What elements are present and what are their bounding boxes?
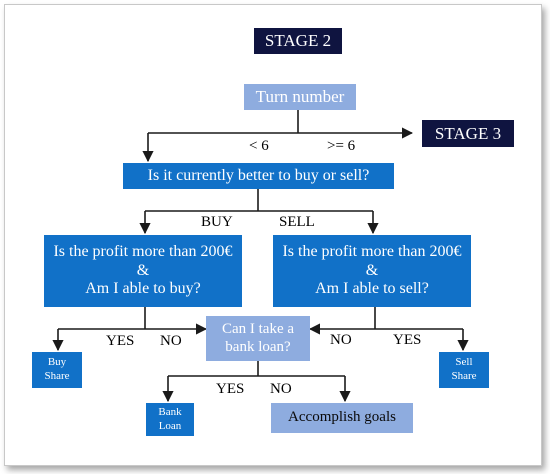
bank-loan-line-2: Loan <box>158 419 182 432</box>
buy-check-line-1: Is the profit more than 200€ <box>53 243 233 261</box>
bank-loan-question: Can I take a bank loan? <box>206 316 310 361</box>
sell-check-line-1: Is the profit more than 200€ <box>282 243 462 261</box>
label-less-than-6: < 6 <box>249 138 269 154</box>
turn-number-node: Turn number <box>244 84 356 110</box>
label-sell: SELL <box>279 214 315 230</box>
buy-share-node: Buy Share <box>32 352 82 388</box>
sell-profit-check: Is the profit more than 200€ & Am I able… <box>273 235 471 307</box>
buy-profit-check: Is the profit more than 200€ & Am I able… <box>44 235 242 307</box>
label-sell-no: NO <box>330 332 352 348</box>
label-greater-equal-6: >= 6 <box>327 138 356 154</box>
label-sell-yes: YES <box>393 332 422 348</box>
sell-check-line-2: & <box>365 261 379 279</box>
label-buy: BUY <box>201 214 233 230</box>
buy-check-line-2: & <box>136 261 150 279</box>
label-buy-yes: YES <box>106 333 135 349</box>
buy-share-line-1: Buy <box>47 356 67 369</box>
sell-share-node: Sell Share <box>439 352 489 388</box>
accomplish-goals-node: Accomplish goals <box>271 403 413 433</box>
stage-2-title: STAGE 2 <box>254 28 342 54</box>
loan-question-line-1: Can I take a <box>221 321 295 338</box>
label-loan-yes: YES <box>216 381 245 397</box>
bank-loan-node: Bank Loan <box>146 403 194 436</box>
sell-share-line-2: Share <box>451 370 477 382</box>
stage-3-node: STAGE 3 <box>422 120 514 147</box>
bank-loan-line-1: Bank <box>158 405 182 418</box>
buy-share-line-2: Share <box>44 370 70 382</box>
sell-share-line-1: Sell <box>455 356 473 369</box>
label-loan-no: NO <box>270 381 292 397</box>
sell-check-line-3: Am I able to sell? <box>315 280 429 298</box>
buy-check-line-3: Am I able to buy? <box>85 280 201 298</box>
label-buy-no: NO <box>160 333 182 349</box>
loan-question-line-2: bank loan? <box>225 338 291 355</box>
buy-or-sell-decision: Is it currently better to buy or sell? <box>123 163 394 189</box>
